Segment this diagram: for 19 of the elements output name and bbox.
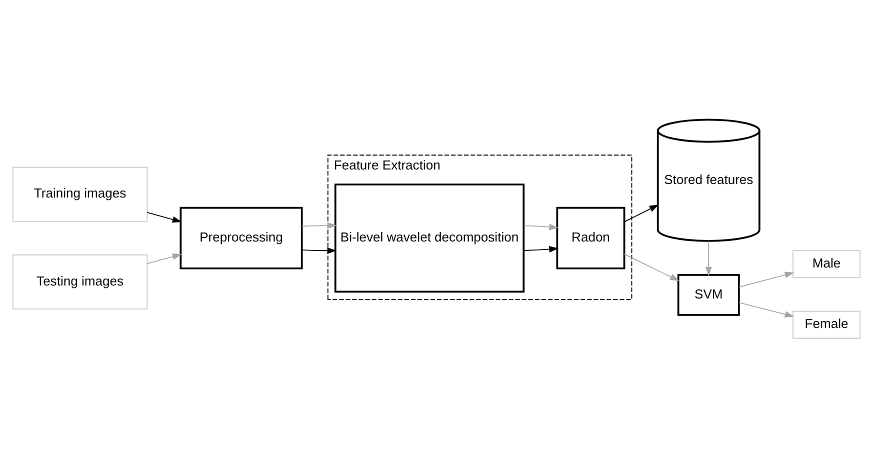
arrow xyxy=(705,240,712,276)
arrow xyxy=(146,253,182,264)
node-box: Radon xyxy=(556,206,626,269)
node-box: Male xyxy=(792,250,861,278)
arrow xyxy=(524,245,558,252)
node-box: Testing images xyxy=(12,254,148,309)
node-box: Preprocessing xyxy=(180,206,303,269)
arrow xyxy=(146,212,182,222)
node-box: SVM xyxy=(677,273,740,316)
arrow xyxy=(624,253,680,281)
arrow xyxy=(301,222,337,228)
arrow xyxy=(624,204,659,222)
arrow xyxy=(301,246,337,254)
arrow xyxy=(524,223,558,230)
arrow xyxy=(738,302,794,318)
node-box: Female xyxy=(792,310,861,338)
arrow xyxy=(738,271,794,288)
node-box: Bi-level wavelet decomposition xyxy=(334,183,525,292)
node-box: Training images xyxy=(12,166,148,222)
